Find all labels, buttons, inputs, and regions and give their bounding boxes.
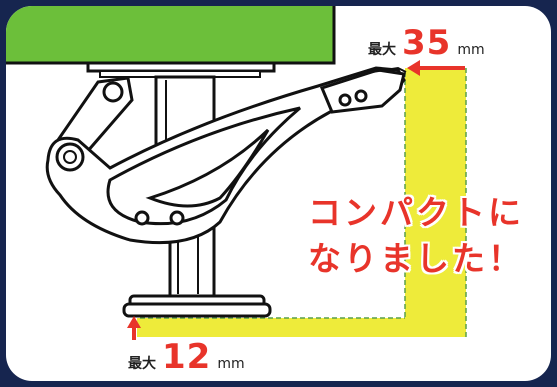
dim-bottom-value: 12 [162, 337, 212, 377]
max-height-label-bottom: 最大 12 mm [128, 340, 245, 374]
headline-line-1: コンパクトに [308, 193, 524, 232]
height-highlight-band [137, 68, 466, 337]
dim-bottom-unit: mm [217, 356, 245, 372]
headline: コンパクトに なりました！ [296, 190, 536, 282]
mounting-plate [6, 6, 336, 65]
headline-line-2: なりました！ [308, 239, 524, 278]
dim-bottom-prefix: 最大 [128, 356, 156, 372]
dim-top-value: 35 [402, 23, 452, 63]
dim-top-prefix: 最大 [368, 42, 396, 58]
max-height-label-top: 最大 35 mm [368, 26, 485, 60]
dim-top-unit: mm [457, 42, 485, 58]
